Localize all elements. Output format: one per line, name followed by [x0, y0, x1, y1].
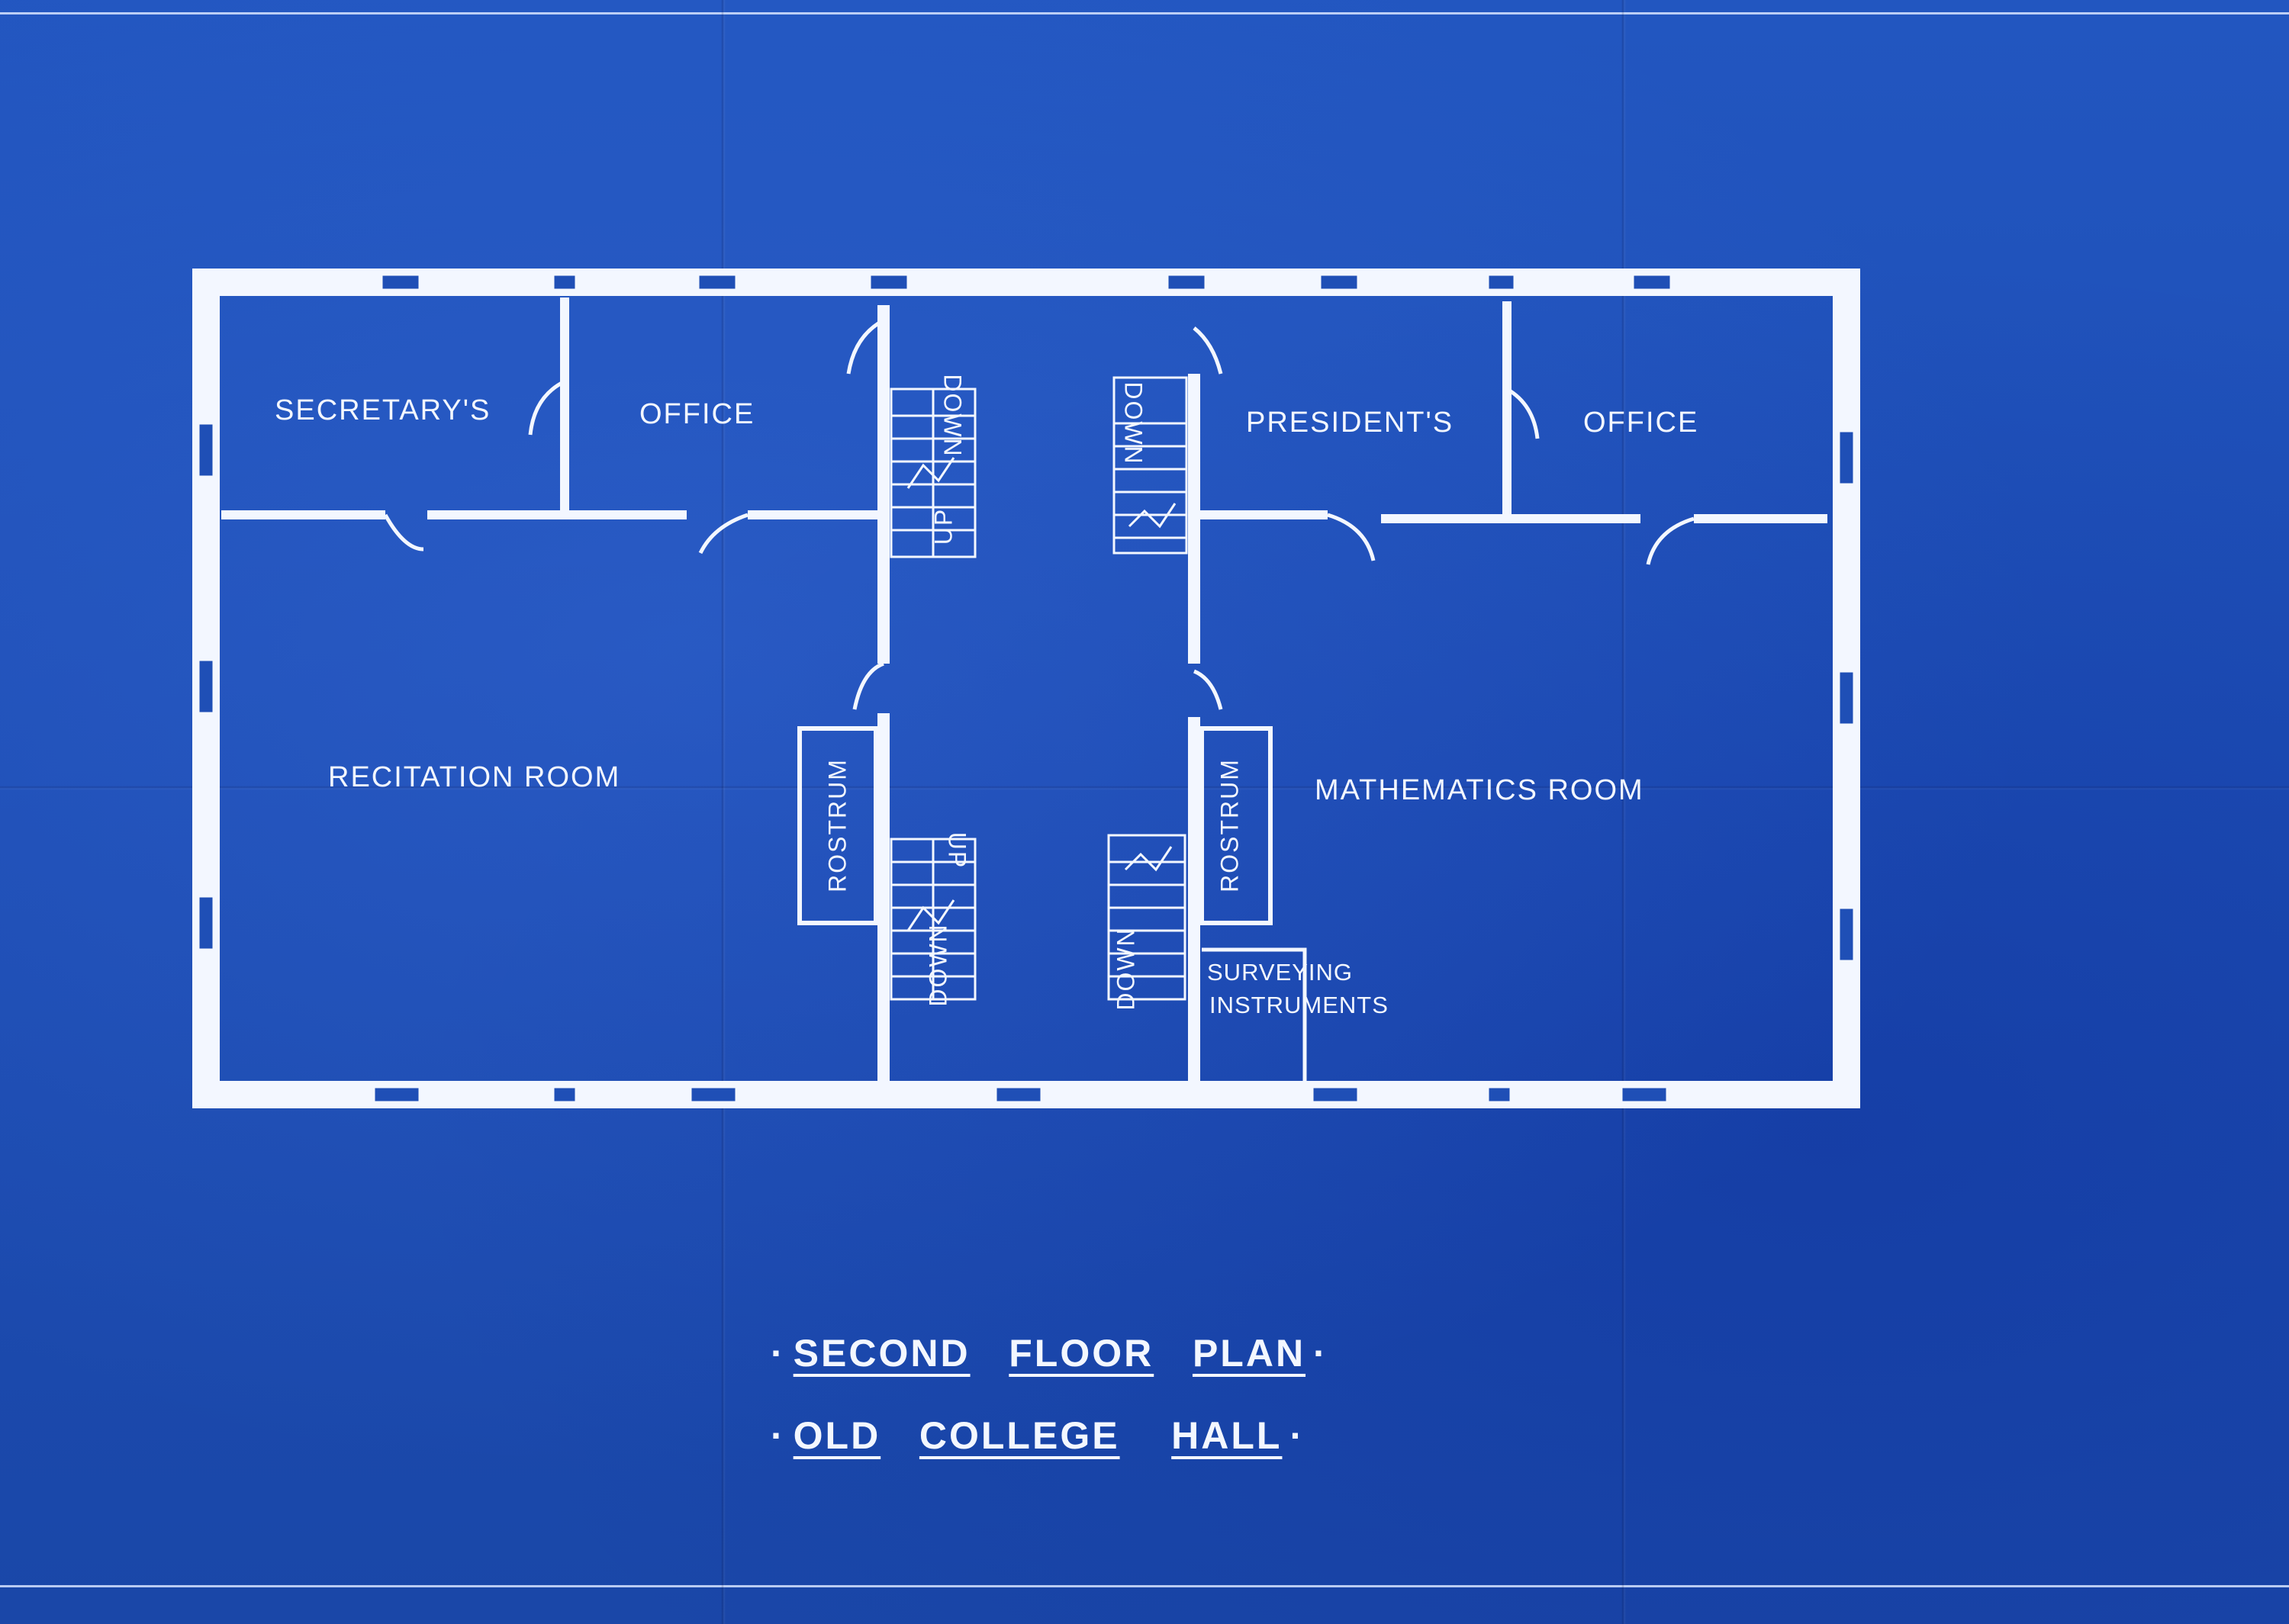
window	[552, 273, 578, 291]
window	[1837, 670, 1856, 726]
stair-right-upper	[1112, 376, 1188, 555]
building-name: ·OLD COLLEGE HALL·	[771, 1414, 1305, 1457]
title-word: SECOND	[793, 1332, 971, 1375]
stair-label-up: UP	[929, 507, 958, 545]
stair-left-lower	[890, 838, 977, 1001]
door-swing	[1505, 387, 1540, 439]
rostrum-left-label: ROSTRUM	[823, 758, 852, 892]
window	[1311, 1085, 1360, 1104]
stair-left-upper	[890, 388, 977, 558]
window	[372, 1085, 421, 1104]
window	[1837, 906, 1856, 963]
door-swing	[852, 661, 884, 710]
title-word: COLLEGE	[919, 1414, 1120, 1457]
rostrum-left-outline	[797, 726, 878, 925]
paper-fold-crease	[721, 0, 726, 1624]
door-swing	[1193, 326, 1223, 375]
stair-label-down: DOWN	[1119, 381, 1148, 465]
window	[1486, 273, 1516, 291]
room-label-president: PRESIDENT'S	[1246, 407, 1454, 439]
window	[1837, 429, 1856, 486]
window	[552, 1085, 578, 1104]
rostrum-right-label: ROSTRUM	[1215, 758, 1244, 892]
drawing-title: ·SECOND FLOOR PLAN·	[771, 1332, 1328, 1375]
door-swing	[383, 513, 424, 552]
title-word: FLOOR	[1009, 1332, 1154, 1375]
stair-right-lower	[1107, 834, 1186, 1001]
window	[1166, 273, 1207, 291]
window	[868, 273, 909, 291]
window	[1486, 1085, 1512, 1104]
rostrum-right-outline	[1199, 726, 1273, 925]
room-label-recitation: RECITATION ROOM	[328, 761, 621, 793]
door-swing	[846, 318, 885, 375]
stair-label-down: DOWN	[938, 374, 967, 458]
title-word: PLAN	[1192, 1332, 1306, 1375]
window	[994, 1085, 1043, 1104]
window	[1318, 273, 1360, 291]
paper-fold-crease	[0, 786, 2289, 790]
window	[197, 422, 215, 478]
closet-wall	[1202, 947, 1307, 1083]
door-swing	[528, 379, 566, 436]
window	[197, 895, 215, 951]
door-swing	[698, 513, 749, 555]
stair-label-down: DOWN	[924, 923, 952, 1007]
windows	[197, 273, 1856, 1104]
window	[380, 273, 421, 291]
door-swing	[1646, 516, 1695, 565]
room-label-secretary: SECRETARY'S	[275, 394, 491, 426]
window	[197, 658, 215, 715]
door-swing	[1327, 513, 1376, 561]
room-label-mathematics: MATHEMATICS ROOM	[1315, 774, 1644, 806]
window	[697, 273, 738, 291]
paper-fold-crease	[1621, 0, 1626, 1624]
window	[689, 1085, 738, 1104]
stair-label-down: DOWN	[1112, 927, 1140, 1011]
room-label-surveying-2: INSTRUMENTS	[1209, 992, 1389, 1018]
stair-label-up: UP	[943, 831, 971, 870]
bottom-border-rule	[0, 1585, 2289, 1587]
door-swing	[1193, 669, 1223, 710]
outer-wall	[192, 269, 1860, 1108]
top-border-rule	[0, 12, 2289, 14]
room-label-president-office: OFFICE	[1583, 407, 1699, 439]
room-label-surveying-1: SURVEYING	[1207, 959, 1354, 986]
window	[1631, 273, 1672, 291]
title-word: OLD	[793, 1414, 881, 1457]
title-word: HALL	[1171, 1414, 1283, 1457]
room-label-secretary-office: OFFICE	[639, 398, 755, 430]
window	[1620, 1085, 1669, 1104]
